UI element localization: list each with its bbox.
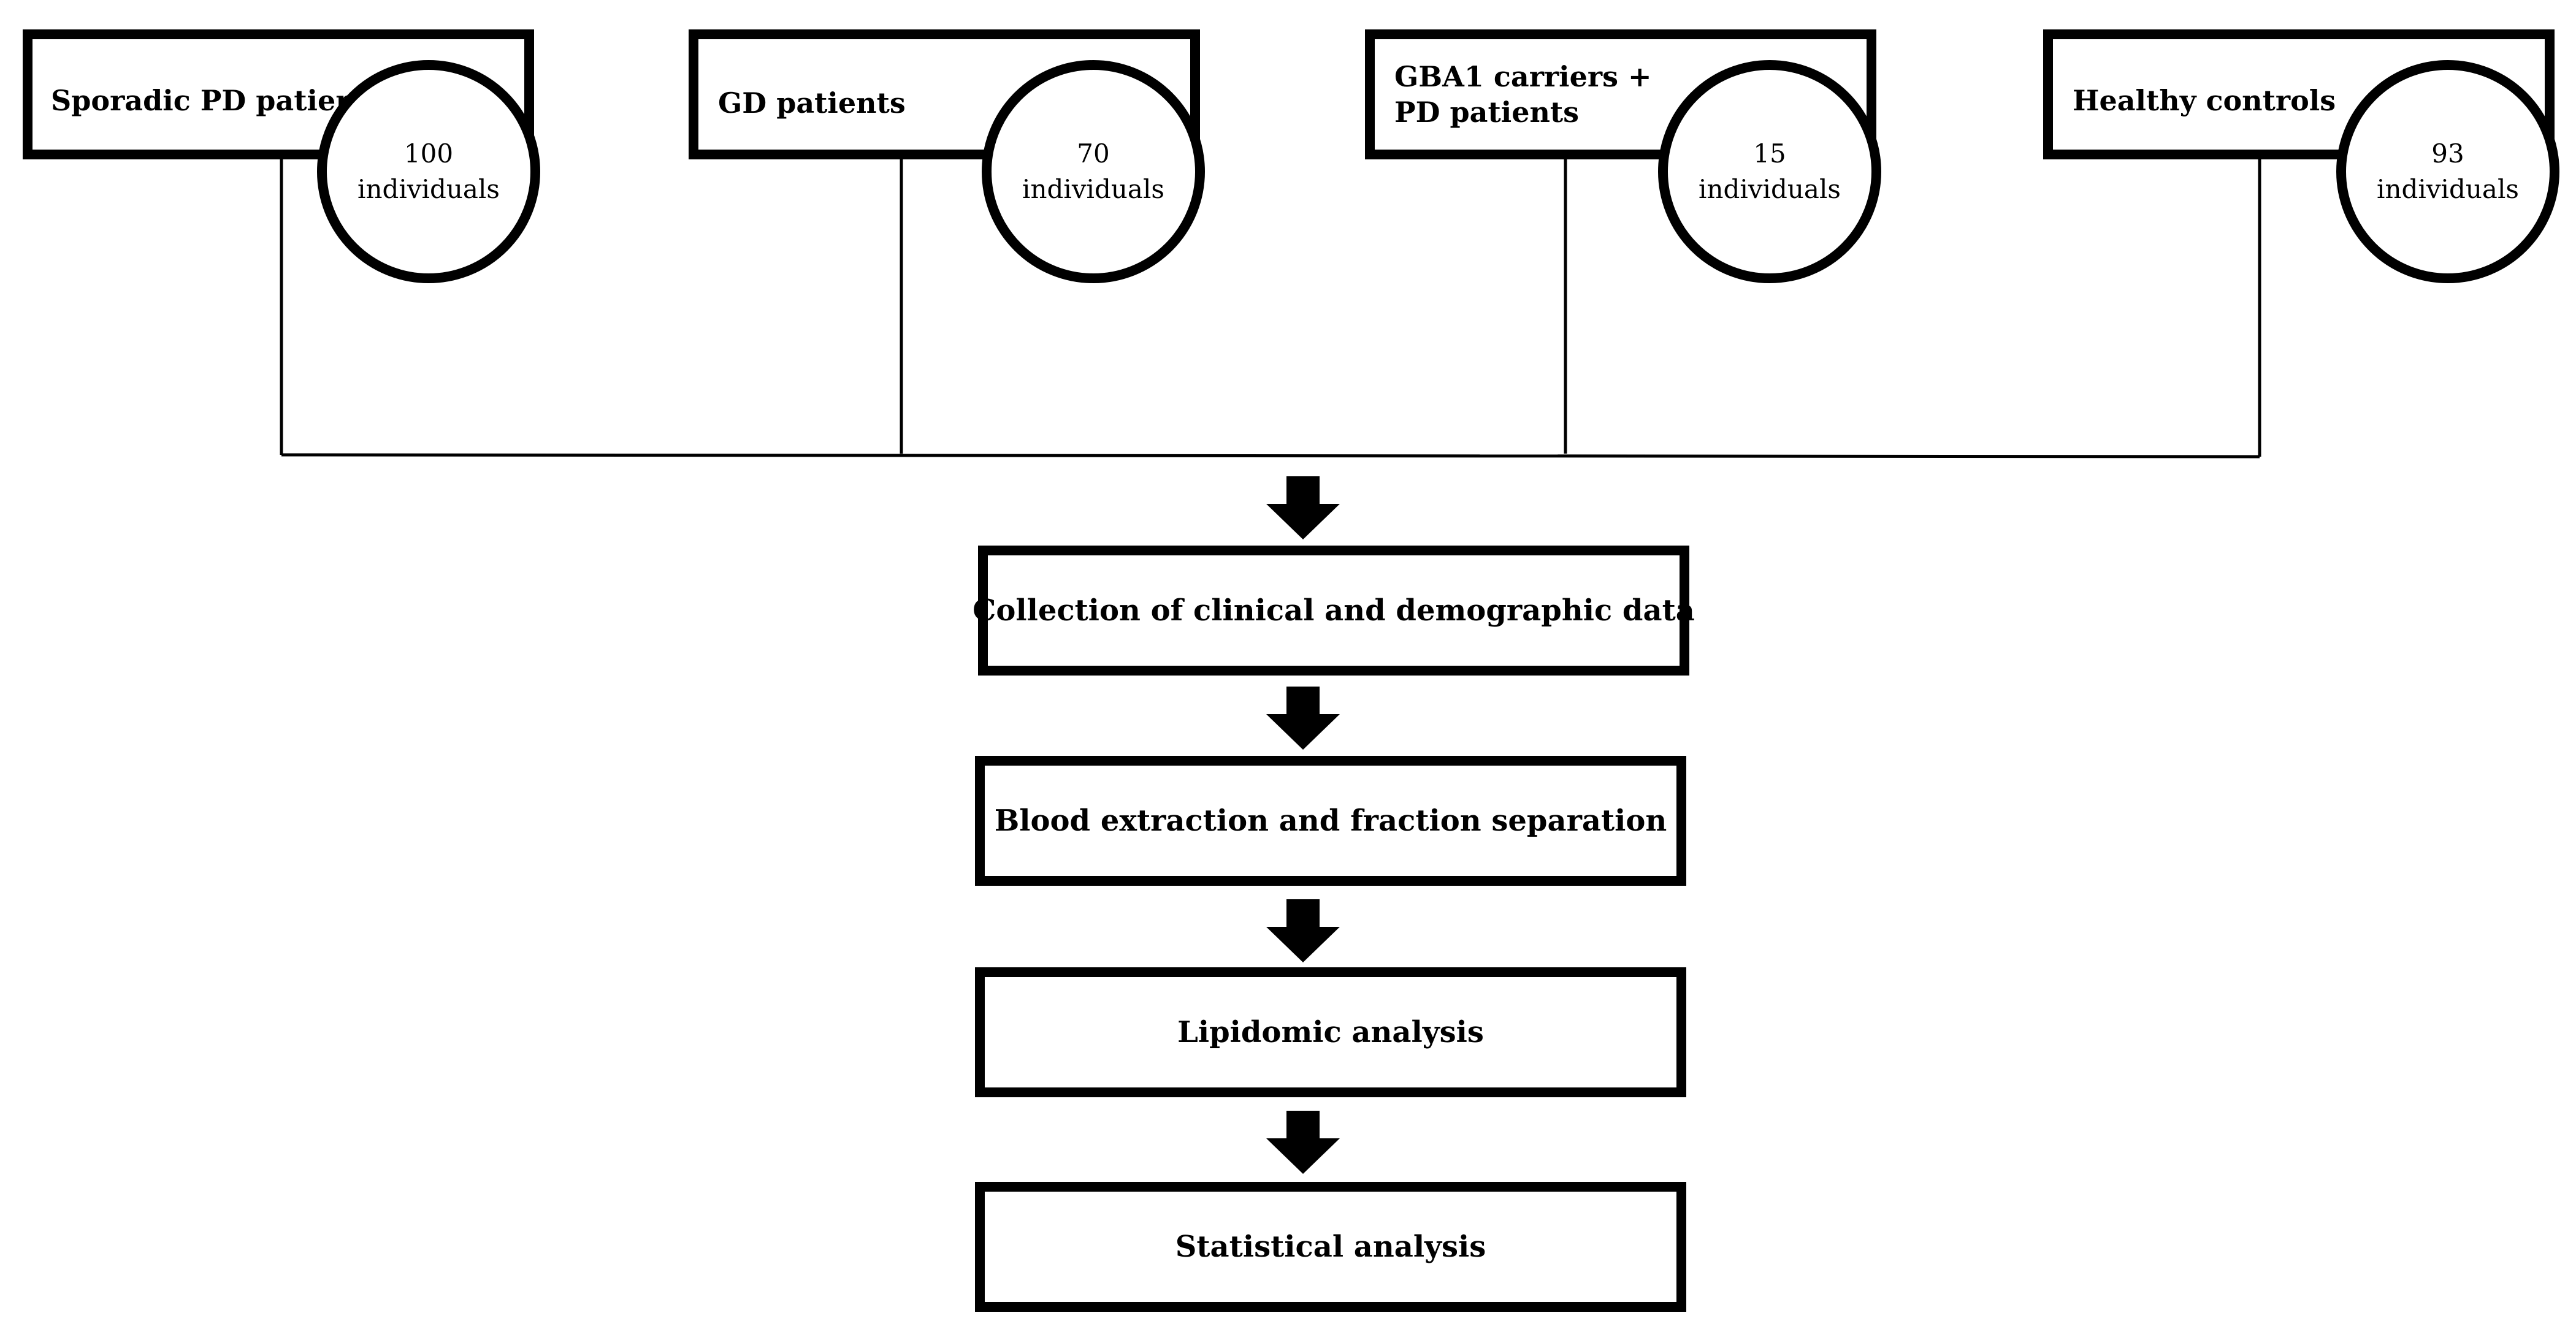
step-label: Blood extraction and fraction separation bbox=[994, 804, 1667, 838]
group-count-circle: 15 individuals bbox=[1658, 60, 1881, 283]
group-count: 15 bbox=[1753, 139, 1786, 169]
group-count-circle: 93 individuals bbox=[2336, 60, 2559, 283]
step-label: Collection of clinical and demographic d… bbox=[973, 593, 1695, 628]
group-label: GD patients bbox=[718, 86, 906, 120]
group-box-healthy-controls: Healthy controls bbox=[2043, 29, 2555, 159]
group-label: Healthy controls bbox=[2073, 83, 2336, 118]
step-box-data-collection: Collection of clinical and demographic d… bbox=[973, 546, 1695, 676]
group-unit: individuals bbox=[357, 174, 500, 204]
group-unit: individuals bbox=[1699, 174, 1841, 204]
group-label-line: GBA1 carriers + bbox=[1394, 60, 1652, 93]
group-label: GBA1 carriers + PD patients bbox=[1394, 59, 1652, 130]
step-box-statistical-analysis: Statistical analysis bbox=[975, 1182, 1686, 1312]
arrow-down-icon bbox=[1266, 899, 1340, 962]
group-count-circle: 100 individuals bbox=[317, 60, 540, 283]
group-count-circle: 70 individuals bbox=[982, 60, 1205, 283]
group-count: 70 bbox=[1077, 139, 1110, 169]
group-unit: individuals bbox=[1022, 174, 1164, 204]
arrow-down-icon bbox=[1266, 1111, 1340, 1174]
step-box-lipidomic-analysis: Lipidomic analysis bbox=[975, 967, 1686, 1097]
group-label-line: GD patients bbox=[718, 86, 906, 120]
step-label: Lipidomic analysis bbox=[1177, 1015, 1484, 1049]
group-label-line: Healthy controls bbox=[2073, 84, 2336, 117]
group-count: 93 bbox=[2431, 139, 2464, 169]
group-label-line: Sporadic PD patients bbox=[51, 84, 385, 117]
group-label: Sporadic PD patients bbox=[51, 83, 385, 118]
arrow-down-icon bbox=[1266, 687, 1340, 750]
group-label-line: PD patients bbox=[1394, 96, 1580, 129]
step-label: Statistical analysis bbox=[1175, 1230, 1486, 1264]
arrow-down-icon bbox=[1266, 476, 1340, 539]
step-box-blood-extraction: Blood extraction and fraction separation bbox=[975, 756, 1686, 886]
merge-line bbox=[281, 453, 2260, 459]
group-unit: individuals bbox=[2377, 174, 2519, 204]
group-count: 100 bbox=[403, 139, 454, 169]
